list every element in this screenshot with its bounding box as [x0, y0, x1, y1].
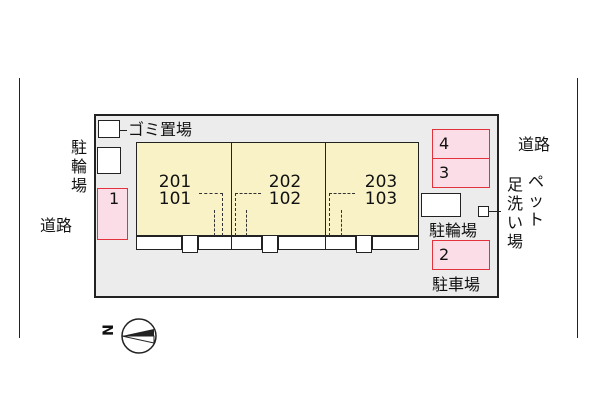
- parking-space-4: [432, 129, 490, 159]
- parking-space-1-label: 1: [109, 189, 120, 208]
- bike-parking-left-label: 駐輪場: [70, 138, 88, 195]
- parking-space-2-label: 2: [439, 245, 450, 264]
- bike-parking-left-box: [97, 147, 121, 174]
- parking-space-3-label: 3: [439, 163, 450, 182]
- unit-2-stair-dash-top: [235, 193, 261, 194]
- road-line-left: [19, 78, 20, 338]
- pet-foot-wash-text-1: 足洗い場: [506, 175, 523, 251]
- unit-2-stair-dash-inner: [246, 210, 247, 236]
- unit-3-front-bar-a: [325, 236, 356, 250]
- unit-1-stair-dash-top: [199, 193, 223, 194]
- unit-2-stair-dash-left: [235, 193, 236, 236]
- unit-1-lower-number: 101: [158, 189, 192, 209]
- parking-lot-label: 駐車場: [432, 275, 481, 294]
- unit-1-stair-dash-inner: [214, 210, 215, 236]
- bike-parking-right-label: 駐輪場: [429, 221, 478, 240]
- unit-1-entrance-step: [182, 236, 198, 253]
- pet-foot-wash-box: [478, 206, 489, 217]
- pet-foot-wash-leader-line: [489, 211, 501, 212]
- unit-1-stair-dash-right: [222, 193, 223, 236]
- unit-1-front-bar-a: [136, 236, 182, 250]
- pet-foot-wash-text-2: ペット: [527, 172, 544, 229]
- garbage-area-box: [98, 120, 120, 138]
- road-label-right: 道路: [518, 135, 551, 154]
- road-line-right: [577, 78, 578, 338]
- unit-3-stair-dash-inner: [341, 210, 342, 236]
- pet-foot-wash-label-col2: ペット: [527, 172, 545, 229]
- parking-space-1: [97, 188, 128, 240]
- unit-3-upper-number: 203: [364, 172, 398, 192]
- bike-parking-right-box: [421, 193, 461, 217]
- unit-3-lower-number: 103: [364, 189, 398, 209]
- road-label-left: 道路: [40, 216, 73, 235]
- bike-parking-left-text: 駐輪場: [70, 138, 87, 195]
- unit-2-front-bar-a: [231, 236, 262, 250]
- parking-space-2: [432, 240, 490, 270]
- unit-3-entrance-step: [356, 236, 372, 253]
- unit-block-1: [136, 142, 232, 236]
- unit-2-entrance-step: [262, 236, 278, 253]
- parking-space-4-label: 4: [439, 134, 450, 153]
- compass-north-label: N: [100, 324, 117, 336]
- unit-1-front-bar-b: [198, 236, 232, 250]
- compass-icon: [105, 316, 163, 356]
- unit-1-upper-number: 201: [158, 172, 192, 192]
- unit-2-front-bar-b: [278, 236, 326, 250]
- unit-3-front-bar-b: [372, 236, 419, 250]
- garbage-leader-line: [119, 130, 127, 131]
- compass-svg: [121, 318, 157, 354]
- parking-space-3: [432, 158, 490, 188]
- unit-2-lower-number: 102: [268, 189, 302, 209]
- unit-3-stair-dash-top: [329, 193, 355, 194]
- unit-3-stair-dash-left: [329, 193, 330, 236]
- pet-foot-wash-label-col1: 足洗い場: [506, 175, 524, 251]
- garbage-area-label: ゴミ置場: [128, 120, 193, 139]
- unit-2-upper-number: 202: [268, 172, 302, 192]
- unit-block-3: [325, 142, 419, 236]
